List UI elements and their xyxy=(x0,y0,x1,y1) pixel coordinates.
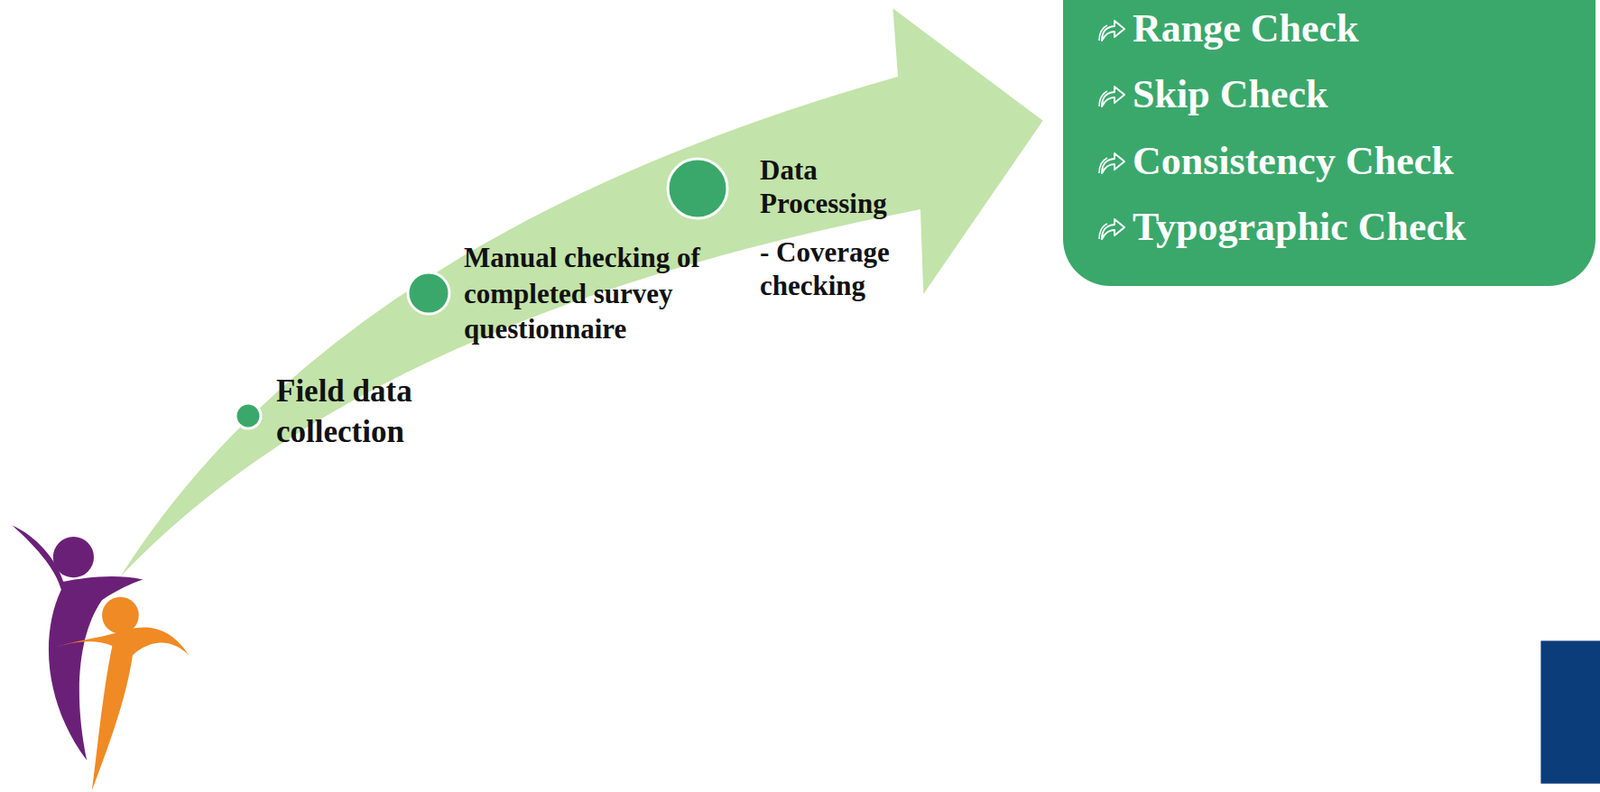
step-circle xyxy=(232,400,264,432)
step-field: Field data collection xyxy=(235,370,471,453)
arrow-icon xyxy=(1096,79,1128,111)
step-circle xyxy=(405,269,453,317)
check-item: Range Check xyxy=(1132,6,1360,52)
checks-panel: Range CheckSkip CheckConsistency CheckTy… xyxy=(1063,0,1596,287)
step-processing: Data Processing - Coverage checking xyxy=(667,153,941,303)
check-item: Consistency Check xyxy=(1132,138,1454,185)
progress-arrow xyxy=(120,8,1043,577)
step-label: Manual checking of completed survey ques… xyxy=(463,240,713,348)
check-item: Skip Check xyxy=(1132,72,1328,118)
corner-badge xyxy=(1540,640,1600,784)
arrow-icon xyxy=(1096,212,1128,243)
arrow-icon xyxy=(1096,146,1128,177)
step-circle xyxy=(665,156,731,222)
step-label: Data Processing xyxy=(759,153,941,221)
logo xyxy=(12,526,190,792)
step-label: Field data collection xyxy=(276,370,471,453)
arrow-icon xyxy=(1096,13,1128,45)
step-manual: Manual checking of completed survey ques… xyxy=(407,240,713,348)
step-detail: - Coverage checking xyxy=(759,235,941,303)
check-item: Typographic Check xyxy=(1132,204,1467,250)
